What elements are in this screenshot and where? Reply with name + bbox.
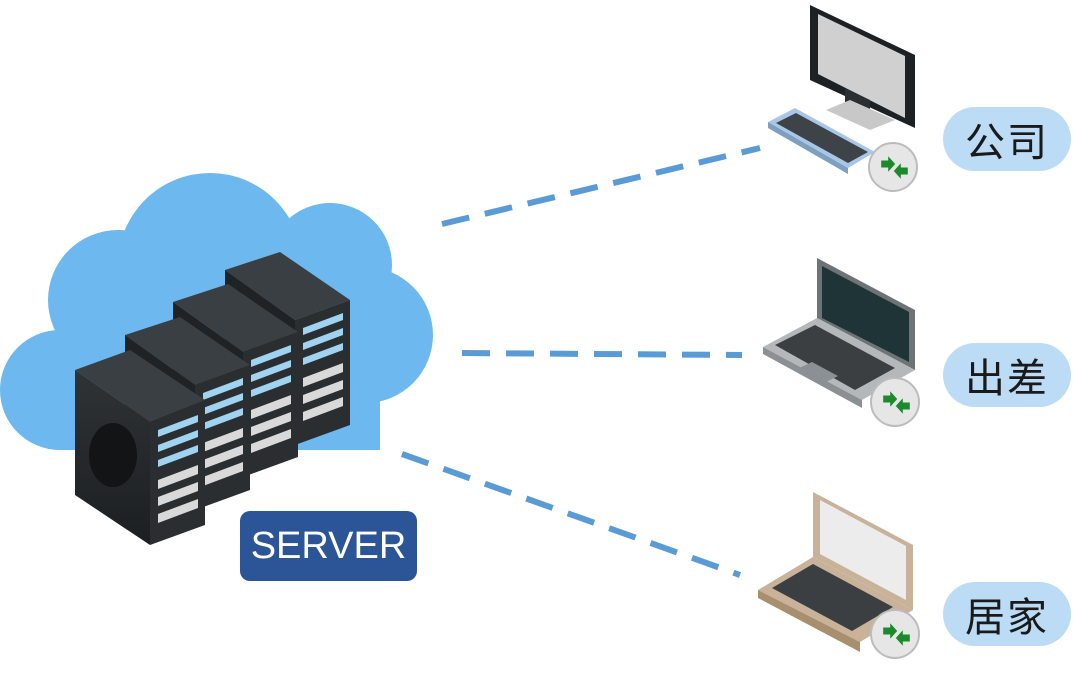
remote-connect-icon [870,377,920,427]
link-office [441,145,761,227]
location-label-office: 公司 [943,107,1071,171]
link-home [400,451,742,578]
remote-connect-icon [870,609,920,659]
location-label-home: 居家 [943,582,1071,646]
desktop-computer-icon [768,5,915,174]
server-rack-icon [75,252,350,545]
link-business-trip [461,350,743,358]
location-label-business-trip: 出差 [943,343,1071,407]
connection-lines [400,145,761,578]
remote-connect-icon [868,142,918,192]
server-label: SERVER [240,511,417,581]
dark-laptop-icon [763,258,915,408]
